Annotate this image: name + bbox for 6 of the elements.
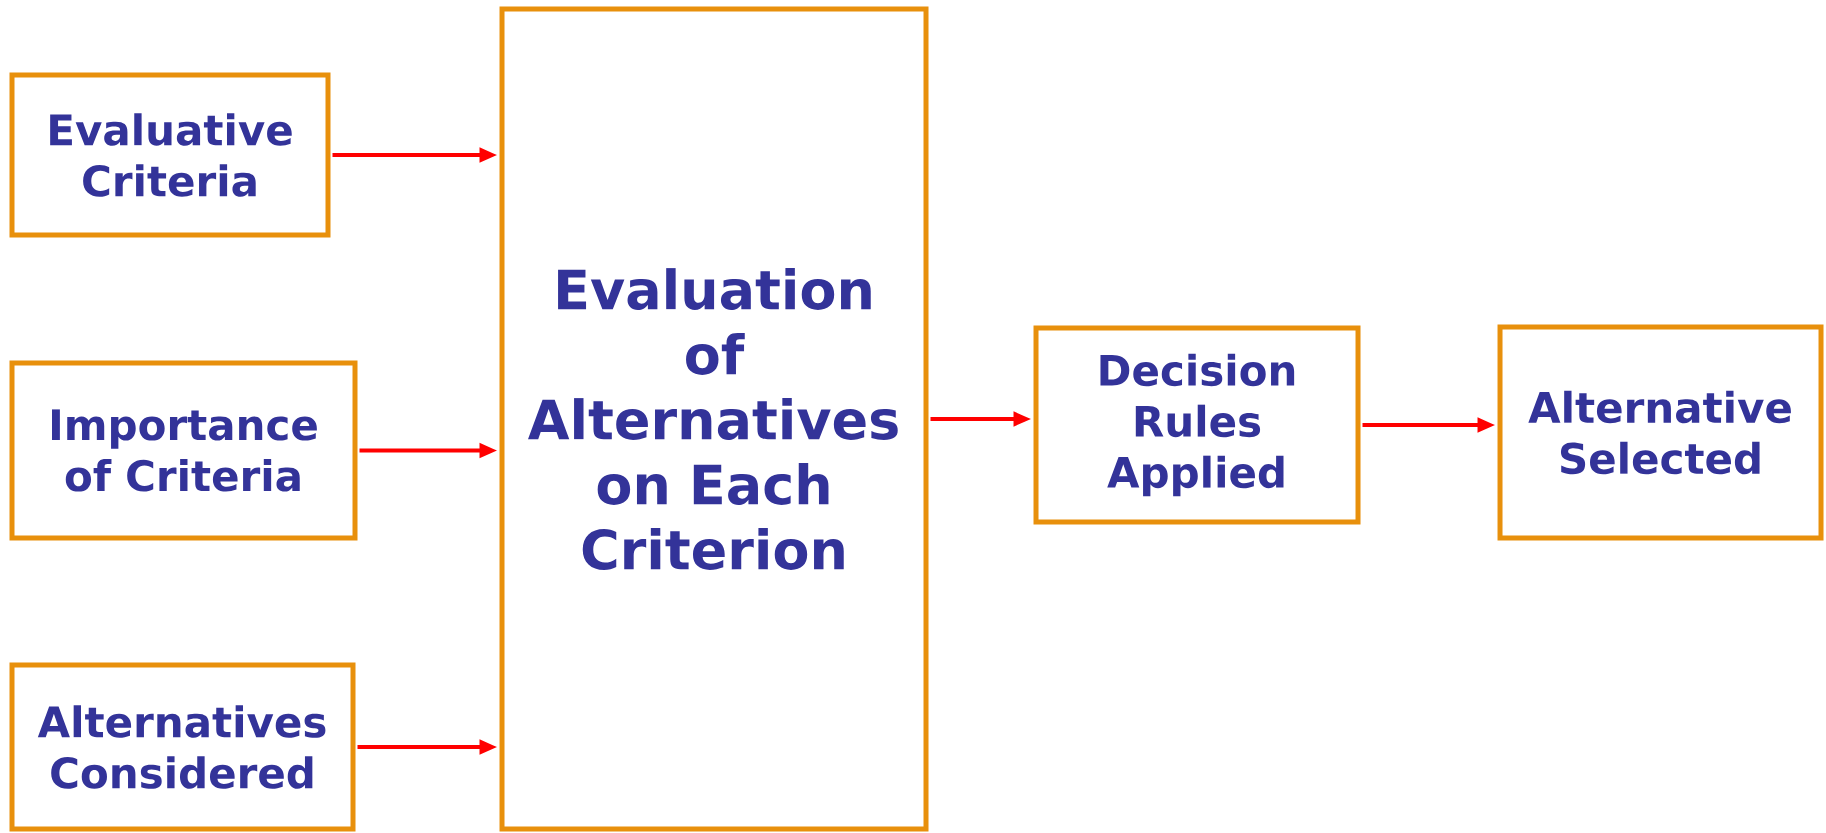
process-box: Alternative Selected (1497, 324, 1824, 541)
process-box: Evaluative Criteria (9, 72, 331, 238)
process-box: Importance of Criteria (9, 360, 358, 541)
process-box: Alternatives Considered (9, 662, 356, 832)
process-box: Evaluation of Alternatives on Each Criterion (499, 6, 929, 832)
process-box: Decision Rules Applied (1033, 325, 1361, 525)
